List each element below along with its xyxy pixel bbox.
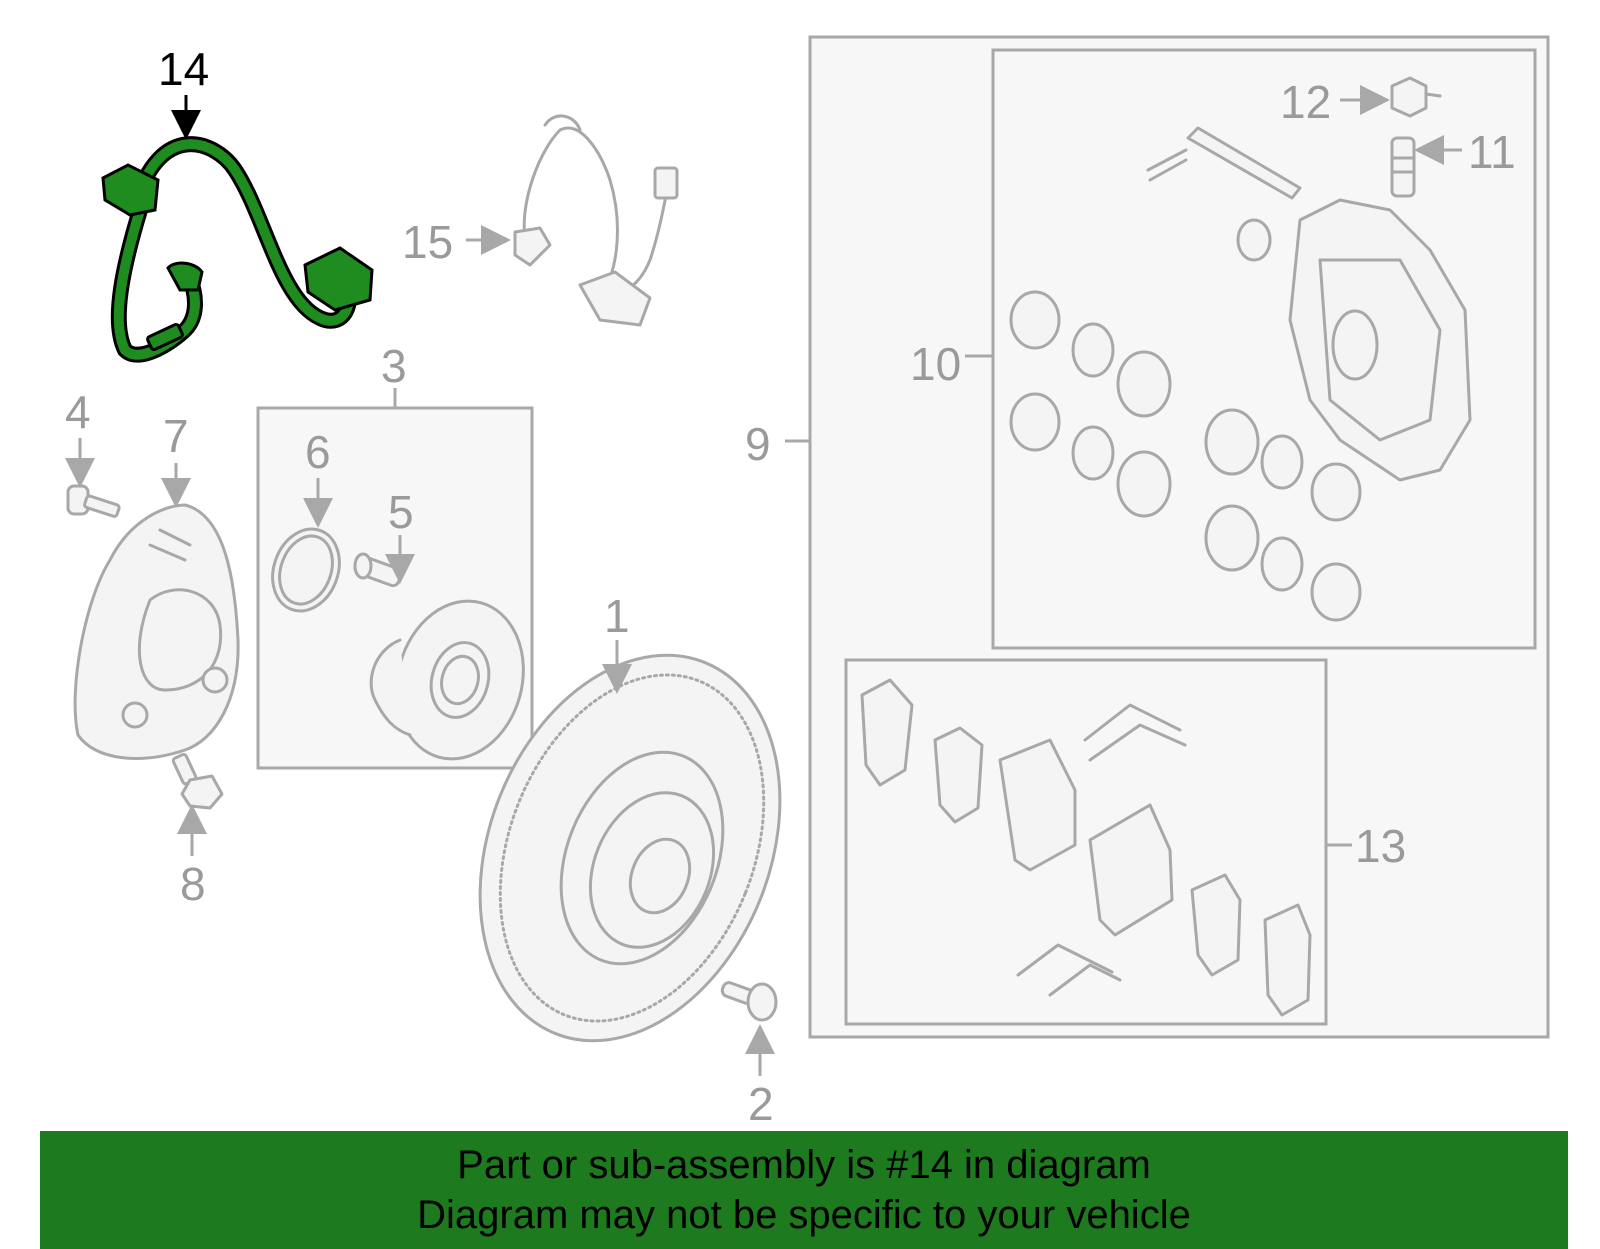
caliper-pins	[1146, 126, 1302, 200]
callout-5: 5	[388, 486, 414, 538]
banner-line-1: Part or sub-assembly is #14 in diagram	[457, 1143, 1151, 1187]
brake-hose-part-14[interactable]	[101, 136, 374, 363]
brake-pad-kit[interactable]	[860, 678, 1312, 1017]
callout-8: 8	[180, 858, 206, 910]
brake-rotor-part-1[interactable]	[425, 610, 834, 1086]
group-box-13	[844, 658, 1328, 1026]
bleeder-screw-part-11[interactable]	[1390, 136, 1416, 198]
dust-shield-part-7[interactable]	[73, 503, 240, 760]
callout-11: 11	[1468, 126, 1516, 178]
bolt-part-4[interactable]	[66, 484, 121, 518]
callout-2: 2	[748, 1078, 774, 1130]
banner-line-2: Diagram may not be specific to your vehi…	[417, 1193, 1191, 1237]
bleeder-cap-part-12[interactable]	[1390, 76, 1442, 118]
callout-15: 15	[402, 216, 453, 268]
screw-part-2[interactable]	[720, 981, 778, 1022]
callout-10: 10	[910, 338, 961, 390]
callout-9: 9	[745, 418, 771, 470]
caliper-housing[interactable]	[1288, 198, 1472, 482]
info-banner: Part or sub-assembly is #14 in diagram D…	[40, 1131, 1568, 1249]
callout-13: 13	[1355, 820, 1406, 872]
callout-7: 7	[163, 410, 189, 462]
bolt-part-8[interactable]	[171, 752, 224, 810]
callout-3: 3	[381, 340, 407, 392]
abs-sensor-part-15[interactable]	[513, 114, 679, 327]
piston-seal-kit[interactable]	[1009, 218, 1362, 622]
callout-14: 14	[158, 43, 209, 95]
callout-4: 4	[65, 386, 91, 438]
hub-bearing[interactable]	[369, 587, 540, 774]
callout-6: 6	[305, 426, 331, 478]
callout-1: 1	[604, 590, 630, 642]
callout-12: 12	[1280, 76, 1331, 128]
